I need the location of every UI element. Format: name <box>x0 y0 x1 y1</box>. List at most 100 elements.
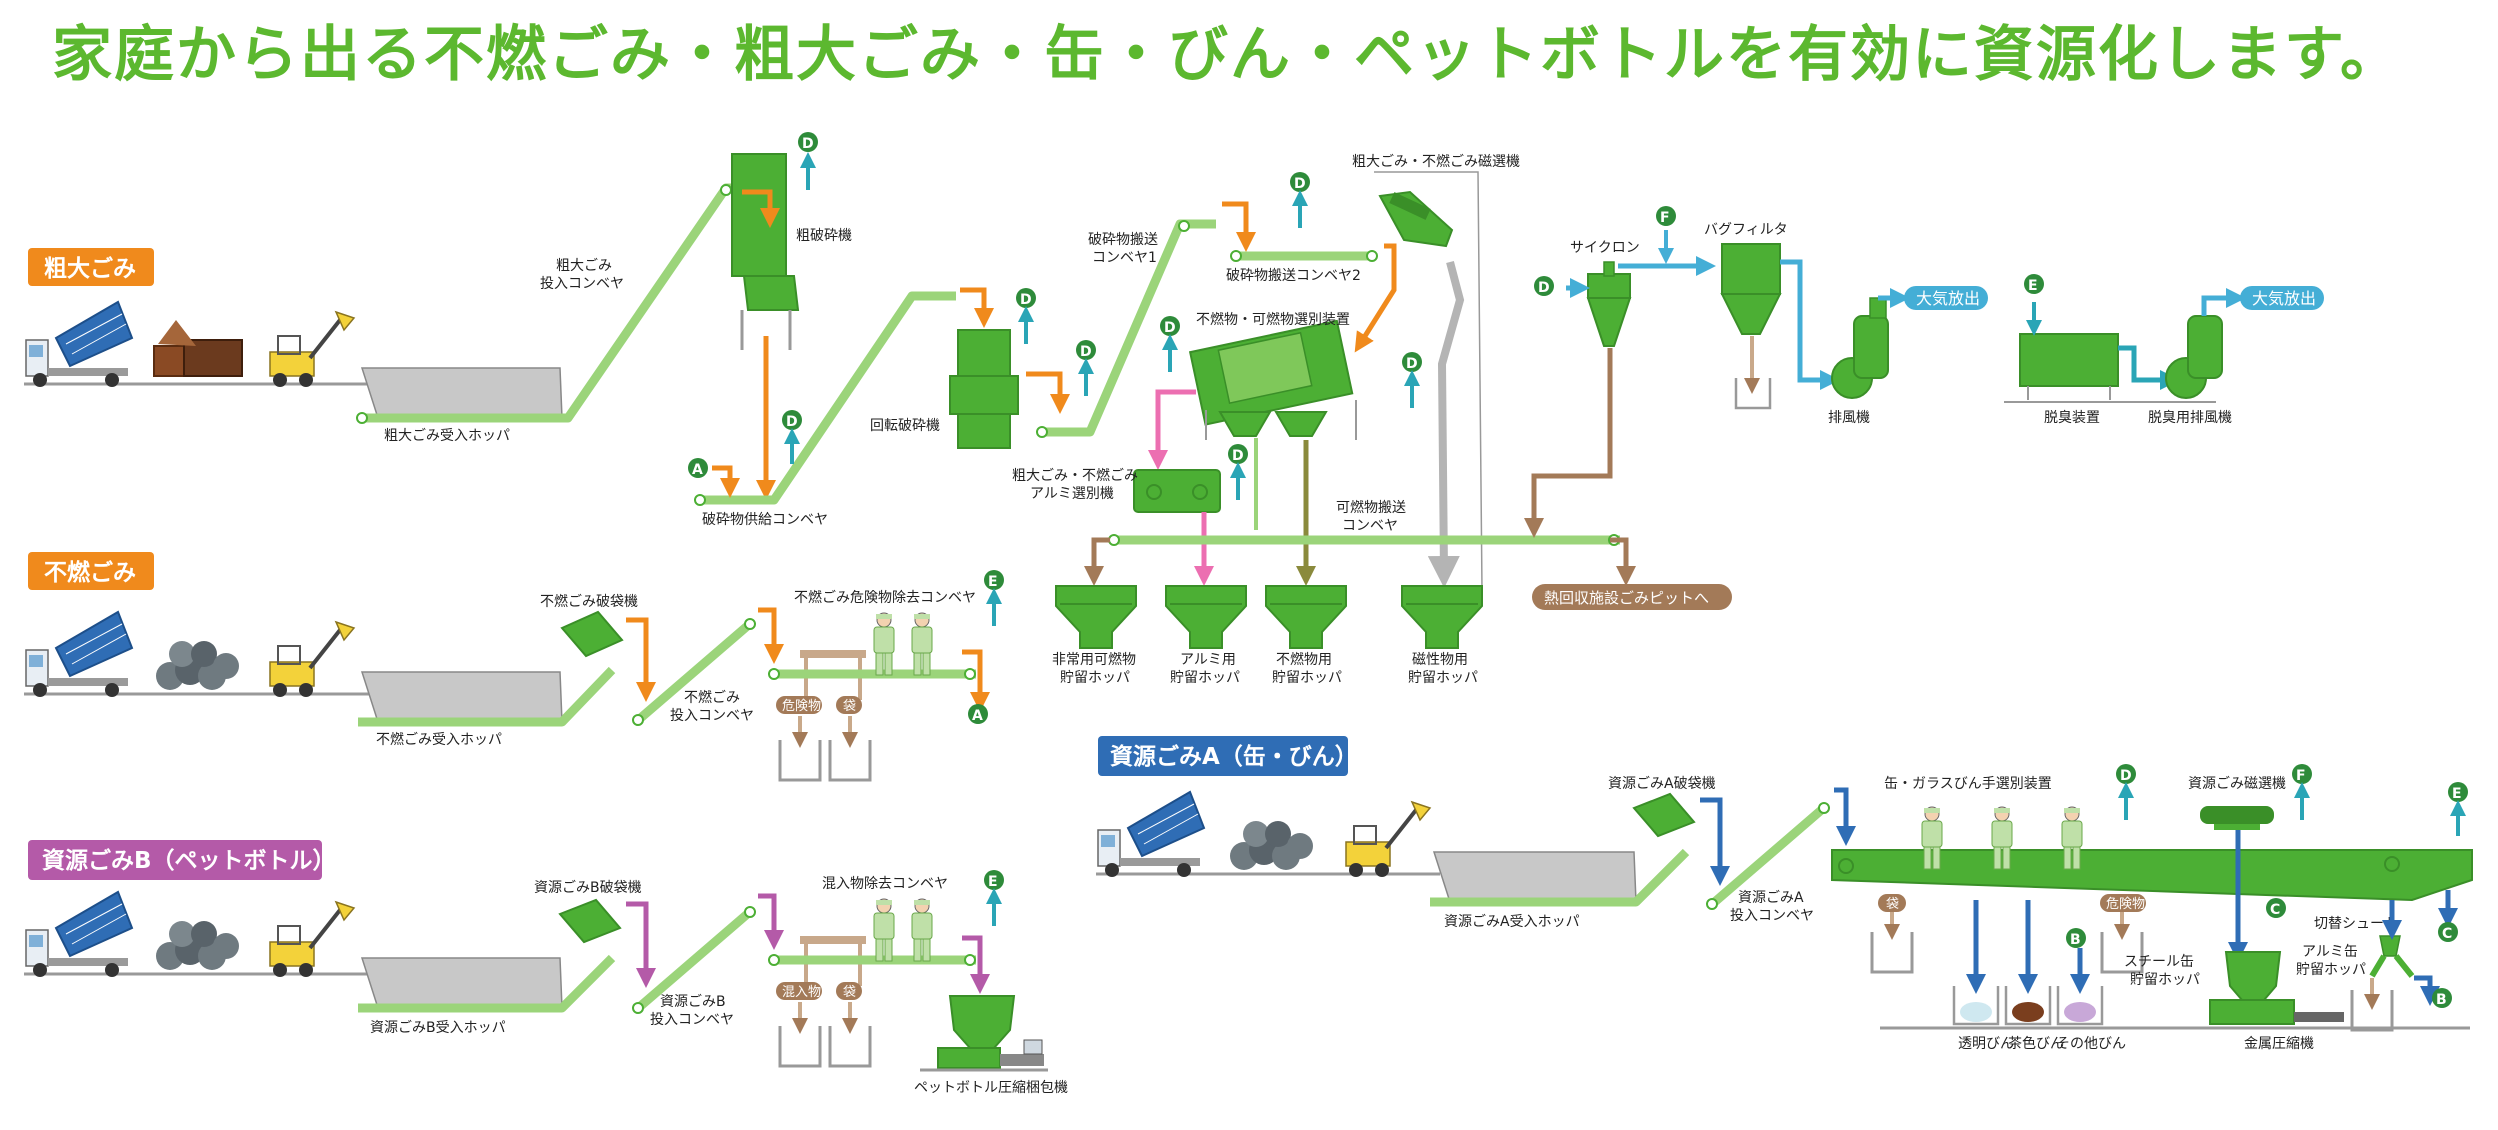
label-a-in-conv-2: 投入コンベヤ <box>1730 908 1814 924</box>
magnetic-separator <box>1374 171 1483 591</box>
coarse-crusher <box>731 153 800 350</box>
b-input-conveyor <box>632 906 756 1014</box>
svg-text:D: D <box>1164 320 1176 336</box>
svg-text:C: C <box>2270 902 2280 918</box>
marker-d-icon: D <box>1228 444 1248 500</box>
combustible-separator <box>1188 319 1357 440</box>
heat-pit-badge <box>1532 584 1732 610</box>
label-a-hand-sort: 缶・ガラスびん手選別装置 <box>1884 776 2052 792</box>
section-label-shigen-a: 資源ごみA（缶・びん） <box>1110 743 1358 770</box>
tag-hazard-a <box>2100 894 2146 912</box>
bag-filter <box>1720 243 1782 410</box>
switch-chute <box>2369 935 2415 978</box>
svg-text:D: D <box>786 414 798 430</box>
svg-text:E: E <box>988 874 998 890</box>
label-alu-can-hopper-2: 貯留ホッパ <box>2296 962 2366 978</box>
svg-text:F: F <box>1660 210 1670 226</box>
marker-e-icon: E <box>2024 274 2044 294</box>
pet-baler <box>920 995 1048 1072</box>
funen-hazard-conveyor <box>768 650 976 700</box>
bottle-bins <box>1880 986 2470 1030</box>
svg-text:A: A <box>692 462 703 478</box>
loader-icon <box>268 620 356 699</box>
label-crush-conv1-1: 破砕物搬送 <box>1088 232 1158 248</box>
label-crush-conv1-2: コンベヤ1 <box>1092 250 1157 266</box>
label-other-bottle: その他びん <box>2056 1036 2126 1052</box>
funen-input-conveyor <box>632 618 756 726</box>
label-steel-hopper-2: 貯留ホッパ <box>2130 972 2200 988</box>
section-badge-funen <box>28 552 154 590</box>
a-bag-breaker-conveyor <box>1430 792 1696 907</box>
marker-f-icon: F <box>1656 206 1676 264</box>
exhaust-fan <box>1831 297 1889 399</box>
label-combustible-conv-1: 可燃物搬送 <box>1336 499 1406 516</box>
marker-d-icon: D <box>1402 352 1422 408</box>
marker-d-icon: D <box>1016 288 1036 344</box>
storage-bin <box>778 1024 822 1068</box>
loader-icon <box>1344 800 1432 879</box>
svg-text:B: B <box>2436 992 2447 1008</box>
b-mixed-removal-conveyor <box>768 936 976 986</box>
label-hopper-alu-2: 貯留ホッパ <box>1170 670 1240 686</box>
truck-icon <box>25 301 133 388</box>
svg-text:E: E <box>2452 786 2462 802</box>
marker-d-icon: D <box>1534 276 1554 296</box>
section-label-funen: 不燃ごみ <box>44 559 136 586</box>
garbage-bags-icon <box>156 641 239 690</box>
svg-text:F: F <box>2296 768 2306 784</box>
label-release-2: 大気放出 <box>2252 289 2316 308</box>
svg-text:E: E <box>988 574 998 590</box>
svg-text:D: D <box>1080 344 1092 360</box>
truck-icon <box>25 611 133 698</box>
garbage-bags-icon <box>1230 821 1313 870</box>
label-steel-hopper-1: スチール缶 <box>2124 954 2194 970</box>
section-badge-sodai <box>28 248 154 286</box>
metal-press <box>2209 951 2344 1025</box>
label-funen-in-conv-2: 投入コンベヤ <box>670 708 754 724</box>
release-badge-2 <box>2240 286 2324 310</box>
label-tag-bag: 袋 <box>843 699 856 714</box>
label-a-in-conv-1: 資源ごみA <box>1738 890 1804 906</box>
label-b-mix-conv: 混入物除去コンベヤ <box>822 876 948 892</box>
label-b-hopper: 資源ごみB受入ホッパ <box>370 1020 506 1036</box>
label-a-hopper: 資源ごみA受入ホッパ <box>1444 914 1580 930</box>
tag-bag-a <box>1878 894 1906 912</box>
label-funen-in-conv-1: 不燃ごみ <box>684 689 740 706</box>
label-hopper-incomb-2: 貯留ホッパ <box>1272 670 1342 686</box>
b-bag-breaker-conveyor <box>358 898 622 1013</box>
section-badge-shigen-a <box>1098 736 1348 776</box>
label-tag-hazard: 危険物 <box>782 699 821 714</box>
label-brown-bottle: 茶色びん <box>2008 1035 2064 1052</box>
marker-e-icon: E <box>2448 782 2468 836</box>
label-coarse-crusher: 粗破砕機 <box>796 228 852 244</box>
deodor-fan <box>2165 315 2223 399</box>
crush-feed-conveyor <box>694 291 956 506</box>
worker-icon <box>911 612 933 676</box>
worker-icon <box>873 898 895 962</box>
markers: D D D D D D D D D D A A E E E E F F B B … <box>688 132 2468 1008</box>
marker-b-icon: B <box>2432 988 2452 1008</box>
label-hopper-emergency-2: 貯留ホッパ <box>1060 670 1130 686</box>
svg-text:D: D <box>802 136 814 152</box>
label-bag-filter: バグフィルタ <box>1704 222 1788 238</box>
label-combustible-conv-2: コンベヤ <box>1342 518 1398 534</box>
label-sodai-conveyor-1: 粗大ごみ <box>556 258 612 274</box>
cyclone <box>1586 261 1632 347</box>
svg-text:D: D <box>1232 448 1244 464</box>
marker-d-icon: D <box>1076 340 1096 396</box>
b-hopper <box>360 957 563 1009</box>
marker-c-icon: C <box>2266 898 2286 918</box>
combustible-conveyor <box>1108 534 1620 546</box>
label-tag-hazard-a: 危険物 <box>2106 897 2145 912</box>
garbage-bags-icon <box>156 921 239 970</box>
svg-text:B: B <box>2070 932 2081 948</box>
section-label-shigen-b: 資源ごみB（ペットボトル） <box>42 847 336 874</box>
marker-d-icon: D <box>2116 764 2136 820</box>
svg-text:C: C <box>2442 926 2452 942</box>
label-a-magnet: 資源ごみ磁選機 <box>2188 776 2286 792</box>
label-crush-feed-conveyor: 破砕物供給コンベヤ <box>702 512 828 528</box>
svg-text:D: D <box>1020 292 1032 308</box>
a-hand-sort-conveyor <box>1831 849 2473 902</box>
label-tag-bag-b: 袋 <box>843 985 856 1000</box>
